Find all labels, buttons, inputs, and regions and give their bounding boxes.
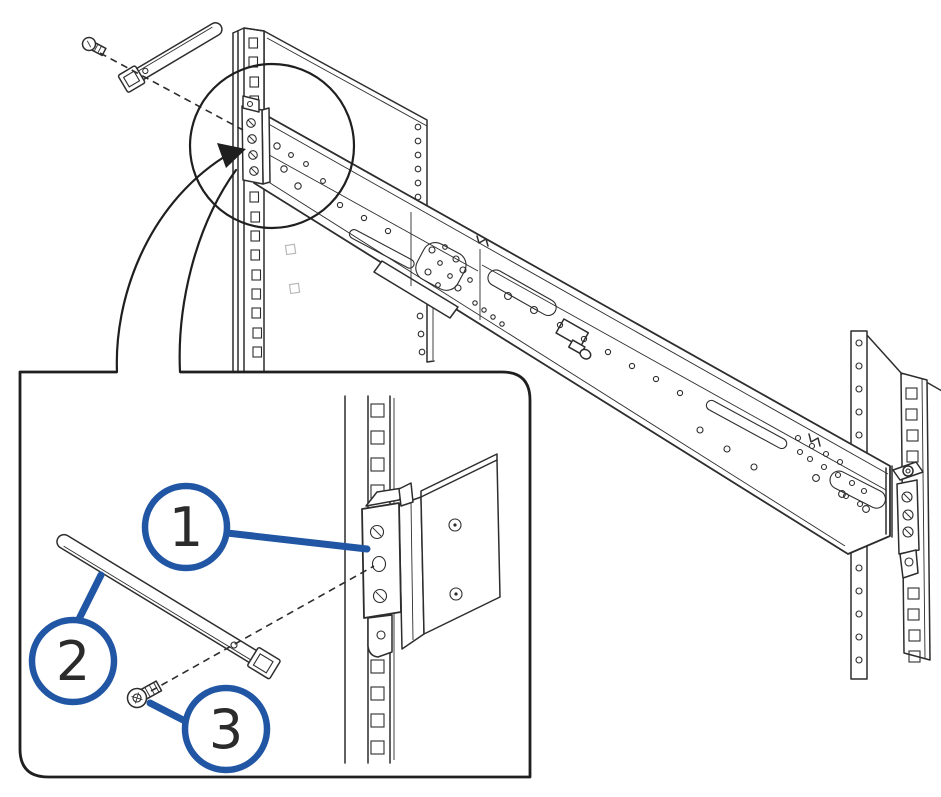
leader-arrowhead xyxy=(217,143,246,168)
rear-bracket xyxy=(885,461,924,579)
mid-plate-holes xyxy=(424,244,473,292)
mid-plate-cutout xyxy=(415,242,467,291)
panel-below-rail xyxy=(416,299,435,363)
inset-rail-plate xyxy=(398,453,501,650)
rail-latch xyxy=(555,318,592,360)
inset-cable-strap xyxy=(56,533,281,680)
loose-cable-strap xyxy=(117,22,223,93)
panel-hole-column xyxy=(414,123,422,201)
callout-2: 2 xyxy=(28,616,118,706)
front-bracket xyxy=(241,95,271,185)
callout-3: 3 xyxy=(181,684,271,774)
front-post-square-holes xyxy=(248,37,263,358)
mid-hole-row xyxy=(556,321,758,471)
callout-2-leader xyxy=(74,571,105,625)
middle-lower-holes xyxy=(472,300,505,327)
inset-content: 1 2 3 xyxy=(28,395,501,774)
callout-1-number: 1 xyxy=(169,496,203,559)
callout-3-leader xyxy=(146,699,191,726)
rear-oblong-slot xyxy=(829,470,886,509)
callout-1-leader xyxy=(223,529,371,553)
inset-dashed-line xyxy=(150,565,375,692)
callout-3-number: 3 xyxy=(209,698,243,761)
faint-rack-holes xyxy=(284,243,301,295)
magnifier-leader xyxy=(115,143,246,374)
front-rail-holes xyxy=(273,142,392,235)
rear-long-slot xyxy=(705,399,788,450)
rear-post-square-holes xyxy=(905,387,921,663)
callout-1: 1 xyxy=(141,482,231,572)
inset-bracket xyxy=(361,482,414,658)
inset-detail-box xyxy=(18,370,532,779)
assembly-dashed-line xyxy=(99,52,244,131)
magnifier-circle xyxy=(188,62,356,230)
middle-slot xyxy=(487,269,557,317)
callout-leaders xyxy=(74,529,371,726)
rail-end-flange xyxy=(373,260,459,319)
callout-2-number: 2 xyxy=(56,630,90,693)
front-rack-post xyxy=(232,27,265,373)
front-slot xyxy=(348,229,415,269)
loose-screw xyxy=(81,36,107,57)
